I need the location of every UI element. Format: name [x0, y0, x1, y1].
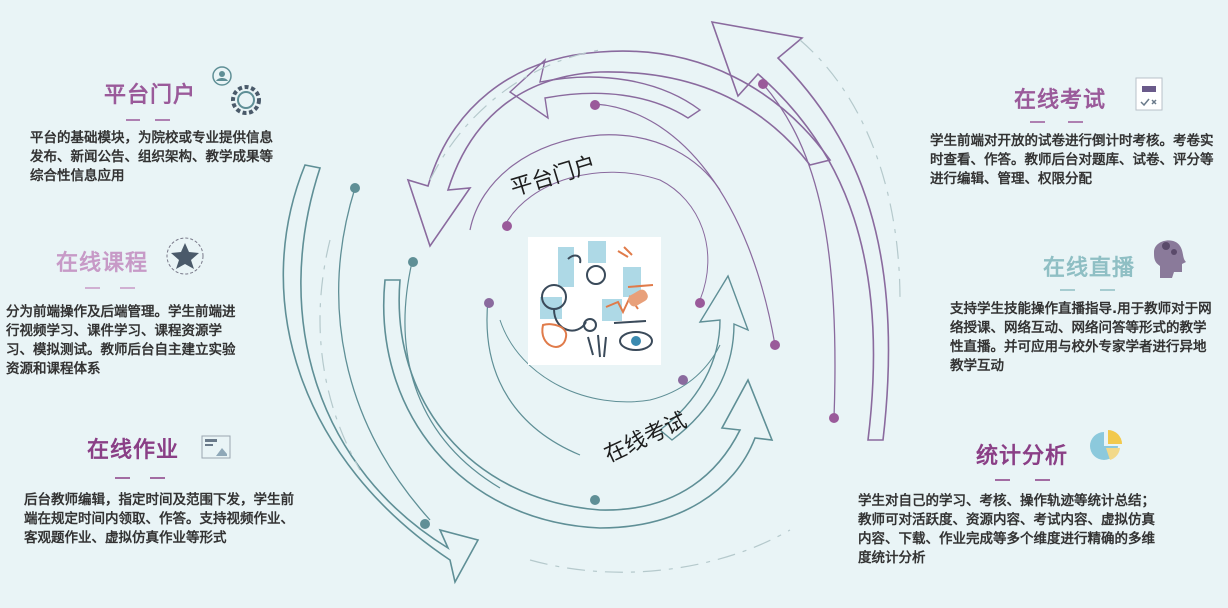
- inner-arc-top: [469, 134, 721, 231]
- dot: [829, 413, 839, 423]
- dot: [695, 298, 705, 308]
- inner-arc-ring2: [499, 319, 721, 403]
- user-gear-icon: [210, 66, 266, 122]
- dot: [502, 221, 512, 231]
- outer-right-arrow: [710, 20, 890, 441]
- portal-title: 平台门户: [104, 83, 197, 108]
- dot: [590, 100, 600, 110]
- dot: [408, 257, 418, 267]
- live-description: 支持学生技能操作直播指导.用于教师对于网络授课、网络互动、网络问答等形式的教学性…: [950, 301, 1212, 374]
- document-chart-icon: [196, 428, 236, 468]
- dot: [770, 340, 780, 350]
- dot: [420, 519, 430, 529]
- medical-illustration: [528, 237, 661, 365]
- course-description: 分为前端操作及后端管理。学生前端进行视频学习、课件学习、课程资源学习、模拟测试。…: [6, 304, 236, 377]
- course-title: 在线课程: [56, 251, 149, 276]
- upper-left-arrow: [508, 57, 702, 120]
- live-title: 在线直播: [1043, 256, 1136, 281]
- dot: [484, 298, 494, 308]
- inner-arc-ring: [504, 171, 709, 301]
- stats-description: 学生对自己的学习、考核、操作轨迹等统计总结；教师可对活跃度、资源内容、考试内容、…: [858, 493, 1155, 566]
- dot: [590, 495, 600, 505]
- portal-description: 平台的基础模块，为院校或专业提供信息发布、新闻公告、组织架构、教学成果等综合性信…: [30, 130, 273, 184]
- head-gears-icon: [1146, 234, 1192, 284]
- star-badge-icon: [163, 236, 207, 280]
- dot: [758, 79, 768, 89]
- dashed-arc-right: [799, 39, 901, 301]
- dashed-arc-left: [319, 239, 361, 471]
- homework-title: 在线作业: [87, 438, 180, 463]
- dashed-arc-bottom: [529, 529, 791, 573]
- inner-arc-left: [486, 299, 581, 456]
- exam-title: 在线考试: [1014, 88, 1107, 113]
- inner-bottom-arrow: [383, 279, 774, 529]
- mid-arc-left2: [404, 261, 501, 489]
- mid-arc-right2: [594, 103, 776, 346]
- exam-paper-icon: [1130, 74, 1170, 118]
- stats-title: 统计分析: [976, 444, 1069, 469]
- homework-description: 后台教师编辑，指定时间及范围下发，学生前端在规定时间内领取、作答。支持视频作业、…: [24, 492, 294, 546]
- pie-chart-icon: [1086, 426, 1126, 470]
- dashed-arc-top: [429, 49, 601, 181]
- dot: [678, 375, 688, 385]
- top-arrow: [406, 50, 832, 248]
- exam-description: 学生前端对开放的试卷进行倒计时考核。考卷实时查看、作答。教师后台对题库、试卷、评…: [930, 133, 1214, 187]
- inner-right-arrow: [658, 274, 750, 441]
- bottom-left-arrow: [282, 164, 480, 585]
- dot: [350, 183, 360, 193]
- mid-arc-left: [338, 187, 431, 521]
- mid-arc-right: [762, 83, 836, 419]
